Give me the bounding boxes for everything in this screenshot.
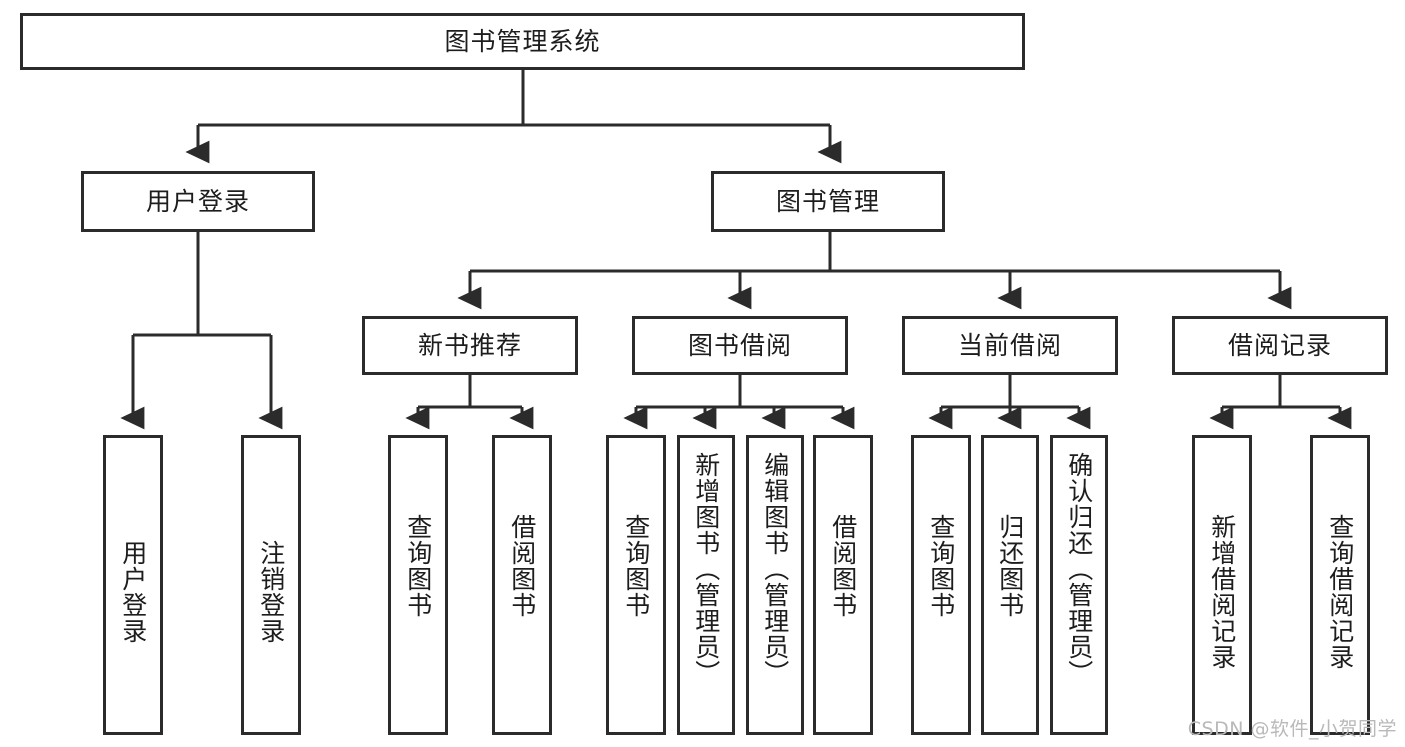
node-label: 新书推荐 bbox=[417, 331, 522, 360]
leaf-borrow-record-query-record[interactable]: 查询借阅记录 bbox=[1310, 435, 1370, 735]
node-book-borrow[interactable]: 图书借阅 bbox=[632, 316, 848, 375]
node-label: 借阅图书 bbox=[828, 514, 858, 618]
node-label: 新增借阅记录 bbox=[1207, 514, 1237, 670]
node-label: 注销登录 bbox=[256, 540, 286, 644]
watermark-text: CSDN @软件_小贺同学 bbox=[1187, 718, 1397, 740]
leaf-current-borrow-query-book[interactable]: 查询图书 bbox=[911, 435, 971, 735]
leaf-book-borrow-add-book-admin[interactable]: 新增图书（管理员） bbox=[677, 435, 735, 735]
leaf-book-borrow-edit-book-admin[interactable]: 编辑图书（管理员） bbox=[746, 435, 804, 735]
node-book-management[interactable]: 图书管理 bbox=[711, 171, 945, 232]
node-label: 归还图书 bbox=[995, 514, 1025, 618]
node-root-book-management-system[interactable]: 图书管理系统 bbox=[20, 13, 1025, 70]
leaf-new-book-query-book[interactable]: 查询图书 bbox=[388, 435, 448, 735]
node-label: 查询图书 bbox=[403, 514, 433, 618]
node-label: 图书管理系统 bbox=[444, 27, 601, 56]
leaf-user-login-login[interactable]: 用户登录 bbox=[103, 435, 163, 735]
leaf-current-borrow-confirm-return-admin[interactable]: 确认归还（管理员） bbox=[1050, 435, 1108, 735]
node-borrow-record[interactable]: 借阅记录 bbox=[1172, 316, 1388, 375]
node-label: 查询借阅记录 bbox=[1325, 514, 1355, 670]
node-new-book-recommend[interactable]: 新书推荐 bbox=[362, 316, 578, 375]
node-label: 用户登录 bbox=[118, 540, 148, 644]
leaf-book-borrow-borrow-book[interactable]: 借阅图书 bbox=[813, 435, 873, 735]
node-label: 当前借阅 bbox=[957, 331, 1062, 360]
node-label: 查询图书 bbox=[926, 514, 956, 618]
node-label: 确认归还（管理员） bbox=[1064, 452, 1094, 686]
leaf-user-login-logout[interactable]: 注销登录 bbox=[241, 435, 301, 735]
node-label: 新增图书（管理员） bbox=[691, 452, 721, 686]
node-label: 借阅记录 bbox=[1227, 331, 1332, 360]
leaf-book-borrow-query-book[interactable]: 查询图书 bbox=[606, 435, 666, 735]
node-label: 图书管理 bbox=[775, 187, 880, 216]
leaf-current-borrow-return-book[interactable]: 归还图书 bbox=[981, 435, 1039, 735]
leaf-new-book-borrow-book[interactable]: 借阅图书 bbox=[492, 435, 552, 735]
node-label: 借阅图书 bbox=[507, 514, 537, 618]
node-label: 用户登录 bbox=[145, 187, 250, 216]
node-user-login[interactable]: 用户登录 bbox=[81, 171, 315, 232]
leaf-borrow-record-add-record[interactable]: 新增借阅记录 bbox=[1192, 435, 1252, 735]
node-label: 编辑图书（管理员） bbox=[760, 452, 790, 686]
node-label: 图书借阅 bbox=[687, 331, 792, 360]
node-current-borrow[interactable]: 当前借阅 bbox=[902, 316, 1118, 375]
node-label: 查询图书 bbox=[621, 514, 651, 618]
